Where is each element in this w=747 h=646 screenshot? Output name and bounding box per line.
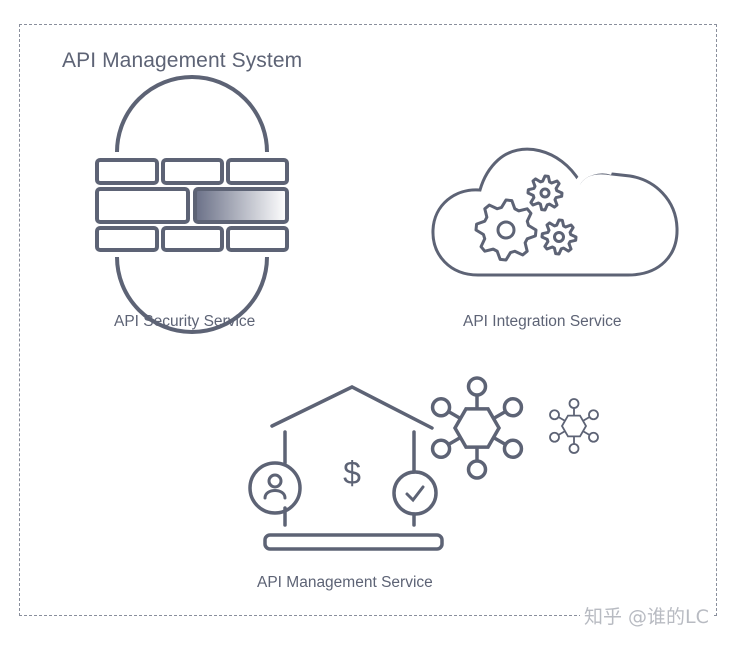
diagram-title: API Management System xyxy=(62,49,303,72)
brick xyxy=(95,226,159,252)
network-link xyxy=(557,430,566,436)
network-link xyxy=(447,436,461,447)
network-node xyxy=(588,431,599,443)
check-icon xyxy=(405,485,425,503)
network-hub-icon xyxy=(430,376,524,480)
gear-small-icon xyxy=(540,218,578,256)
network-node xyxy=(502,397,524,418)
gear-outline xyxy=(540,218,578,256)
gear-hole xyxy=(539,187,551,199)
hexagon xyxy=(452,407,502,449)
network-node xyxy=(568,398,580,409)
hexagon xyxy=(560,414,588,438)
user-icon xyxy=(263,473,287,500)
network-link xyxy=(582,430,591,436)
network-link xyxy=(557,416,566,422)
integration-service-label: API Integration Service xyxy=(463,313,622,330)
gear-large-icon xyxy=(474,198,538,262)
network-node xyxy=(430,397,452,418)
gear-hole xyxy=(553,231,565,243)
gear-outline xyxy=(474,198,538,262)
network-node xyxy=(588,409,599,421)
network-node xyxy=(549,409,560,421)
roof xyxy=(270,385,434,430)
bank-network-icon xyxy=(248,385,444,551)
network-link xyxy=(447,409,461,420)
network-node xyxy=(466,376,488,397)
firewall-icon xyxy=(95,75,289,334)
brick xyxy=(226,158,289,185)
network-node xyxy=(568,443,580,454)
gear-small-icon xyxy=(526,174,564,212)
cloud-gap xyxy=(574,167,613,186)
user-circle xyxy=(248,461,302,515)
brick xyxy=(95,158,159,185)
cloud-gears-icon xyxy=(431,147,679,277)
brick-highlighted xyxy=(193,187,289,224)
network-node xyxy=(430,438,452,459)
watermark: 知乎 @谁的LC xyxy=(580,602,713,629)
network-link xyxy=(493,409,507,420)
brick xyxy=(161,226,224,252)
management-service-label: API Management Service xyxy=(257,574,433,591)
base-platform xyxy=(263,533,444,551)
network-link xyxy=(493,436,507,447)
system-boundary xyxy=(19,24,717,616)
brick xyxy=(95,187,190,224)
cloud-outline xyxy=(431,147,679,277)
shield-arc-top xyxy=(115,75,269,153)
brick xyxy=(161,158,224,185)
dollar-icon: $ xyxy=(343,455,361,491)
gear-hole xyxy=(496,220,516,240)
security-service-label: API Security Service xyxy=(114,313,256,330)
brick xyxy=(226,226,289,252)
network-node xyxy=(466,459,488,480)
network-hub-small-icon xyxy=(549,398,599,454)
network-link xyxy=(582,416,591,422)
gear-outline xyxy=(526,174,564,212)
shield-arc-bottom xyxy=(115,256,269,334)
check-circle xyxy=(392,470,438,516)
network-node xyxy=(549,431,560,443)
network-node xyxy=(502,438,524,459)
